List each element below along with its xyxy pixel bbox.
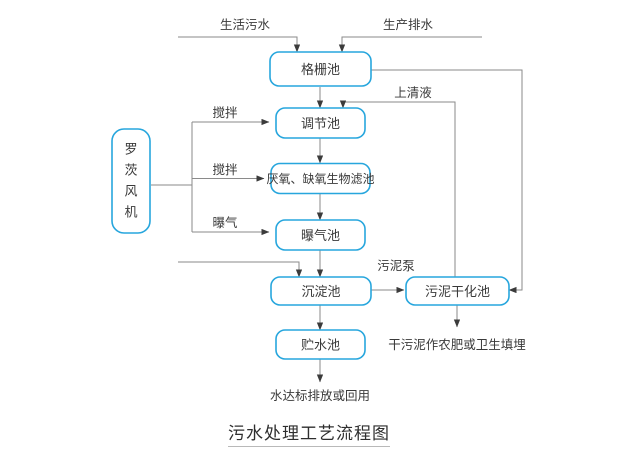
node-blower[interactable]: 罗 茨 风 机	[111, 128, 151, 234]
node-storage-box[interactable]	[275, 329, 366, 360]
diagram-caption: 污水处理工艺流程图	[0, 419, 618, 447]
node-blower-char-4: 机	[124, 205, 137, 220]
node-grating-box[interactable]	[269, 51, 372, 87]
edge-domestic-sewage	[178, 36, 301, 53]
edge-supernatant	[339, 100, 456, 278]
edge-return-to-settling	[178, 261, 303, 278]
node-blower-char-1: 罗	[124, 142, 137, 157]
node-regulate[interactable]: 调节池	[275, 107, 366, 139]
node-settling-box[interactable]	[270, 276, 372, 306]
node-biofilter-label: 厌氧、缺氧生物滤池	[266, 171, 374, 186]
edge-layer	[151, 36, 523, 383]
edge-label-supernatant: 上清液	[394, 85, 432, 100]
diagram-title: 污水处理工艺流程图	[228, 424, 390, 447]
node-storage[interactable]: 贮水池	[275, 329, 366, 360]
node-storage-label: 贮水池	[301, 338, 340, 353]
edge-grating-to-sludge	[371, 69, 523, 294]
node-regulate-label: 调节池	[301, 116, 340, 131]
node-settling[interactable]: 沉淀池	[270, 276, 372, 306]
node-grating-label: 格栅池	[301, 62, 340, 77]
node-sludge-label: 污泥干化池	[425, 284, 490, 299]
node-sludge-box[interactable]	[405, 276, 510, 306]
node-biofilter[interactable]: 厌氧、缺氧生物滤池	[266, 162, 375, 195]
edge-label-aerate: 曝气	[212, 215, 238, 230]
edge-label-stir-2: 搅拌	[212, 162, 238, 177]
node-regulate-box[interactable]	[275, 107, 366, 139]
node-aeration-box[interactable]	[275, 219, 366, 251]
node-settling-label: 沉淀池	[301, 284, 340, 299]
output-label-water-reuse: 水达标排放或回用	[270, 388, 370, 403]
output-label-sludge-use: 干污泥作农肥或卫生填埋	[388, 338, 526, 352]
edge-production-water	[338, 36, 482, 53]
node-blower-char-3: 风	[124, 184, 137, 199]
edge-label-production-water: 生产排水	[383, 18, 434, 32]
edge-label-stir-1: 搅拌	[212, 105, 238, 120]
edge-label-domestic-sewage: 生活污水	[220, 18, 271, 32]
node-aeration[interactable]: 曝气池	[275, 219, 366, 251]
node-grating[interactable]: 格栅池	[269, 51, 372, 87]
node-sludge[interactable]: 污泥干化池	[405, 276, 510, 306]
node-blower-box[interactable]	[111, 128, 151, 234]
node-blower-char-2: 茨	[124, 163, 137, 178]
node-aeration-label: 曝气池	[301, 228, 340, 243]
edge-label-sludge-pump: 污泥泵	[377, 259, 415, 273]
node-biofilter-box[interactable]	[270, 162, 371, 195]
